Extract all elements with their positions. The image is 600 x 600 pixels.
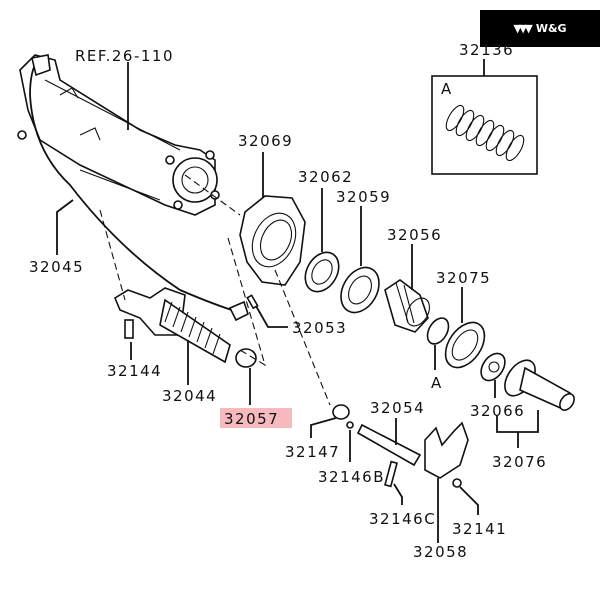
- part-32076: [496, 359, 575, 448]
- part-32066: [480, 352, 506, 398]
- label-32059[interactable]: 32059: [336, 188, 391, 206]
- label-a-ring: A: [431, 374, 443, 392]
- part-32059: [340, 206, 380, 314]
- label-32147[interactable]: 32147: [285, 443, 340, 461]
- part-32144: [124, 319, 134, 360]
- part-32054: [356, 418, 422, 467]
- label-32053[interactable]: 32053: [292, 319, 347, 337]
- part-32075: [444, 287, 486, 369]
- hose-32045: [29, 59, 239, 313]
- label-32069[interactable]: 32069: [238, 132, 293, 150]
- label-32054[interactable]: 32054: [370, 399, 425, 417]
- part-32056: [384, 244, 431, 333]
- leader-32045: [56, 199, 74, 255]
- inset-32136: [431, 59, 538, 175]
- label-32076[interactable]: 32076: [492, 453, 547, 471]
- brand-logo-icon: ▼▼▼: [513, 22, 532, 35]
- hose-end-fitting: [228, 300, 249, 322]
- label-32062[interactable]: 32062: [298, 168, 353, 186]
- snap-ring-a: [426, 317, 450, 370]
- brand-name: W&G: [535, 22, 567, 35]
- part-32141: [452, 478, 479, 515]
- label-32057[interactable]: 32057: [224, 410, 279, 428]
- label-a-inset: A: [441, 80, 453, 98]
- label-32146b[interactable]: 32146B: [318, 468, 385, 486]
- part-32069: [239, 152, 306, 286]
- transfer-housing: [17, 54, 220, 216]
- assembly-line: [274, 269, 331, 406]
- label-32144[interactable]: 32144: [107, 362, 162, 380]
- part-32053: [246, 294, 288, 328]
- label-32141[interactable]: 32141: [452, 520, 507, 538]
- highlight-32057: [220, 408, 292, 428]
- part-32146C: [384, 460, 403, 505]
- part-32147: [310, 404, 350, 438]
- part-32062: [304, 188, 340, 293]
- label-32044[interactable]: 32044: [162, 387, 217, 405]
- assembly-line: [99, 209, 126, 301]
- label-32045[interactable]: 32045: [29, 258, 84, 276]
- hose-fitting: [31, 54, 51, 77]
- brand-badge: ▼▼▼ W&G: [480, 10, 600, 47]
- label-32066[interactable]: 32066: [470, 402, 525, 420]
- label-32146c[interactable]: 32146C: [369, 510, 436, 528]
- label-32058[interactable]: 32058: [413, 543, 468, 561]
- label-ref-26-110[interactable]: REF.26-110: [75, 47, 174, 65]
- assembly-line: [227, 237, 266, 367]
- part-32044: [113, 287, 231, 385]
- label-32075[interactable]: 32075: [436, 269, 491, 287]
- part-32146B: [346, 421, 354, 462]
- part-32057: [235, 348, 257, 405]
- label-32056[interactable]: 32056: [387, 226, 442, 244]
- label-32136[interactable]: 32136: [459, 41, 514, 59]
- assembly-line: [184, 174, 241, 216]
- part-32058: [424, 421, 469, 543]
